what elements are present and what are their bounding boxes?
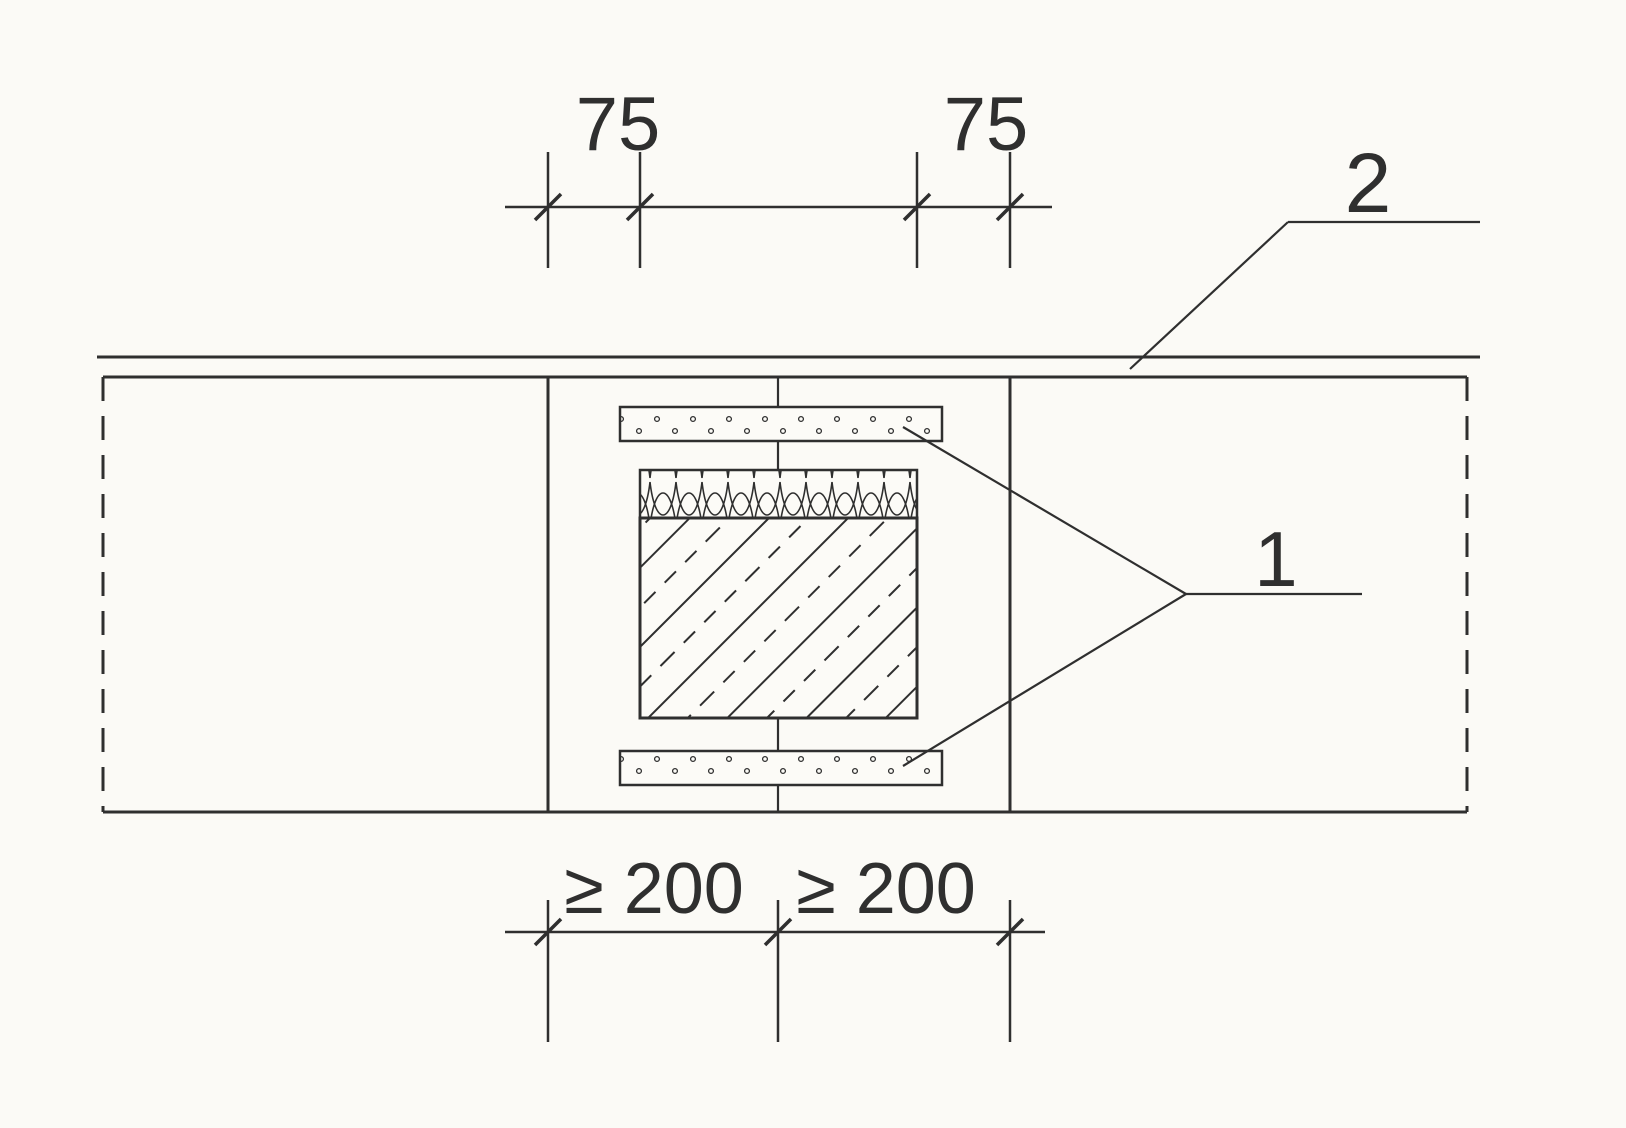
deck-lines <box>97 355 1480 379</box>
leader-line <box>902 593 1187 767</box>
callout-label-1: 1 <box>1254 515 1297 603</box>
callout-label-2: 2 <box>1345 136 1392 230</box>
callout-1: 1 <box>902 426 1362 767</box>
dim-tick-icon <box>533 917 563 947</box>
leader-line <box>902 426 1187 595</box>
dim-tick-icon <box>995 192 1025 222</box>
callout-2: 2 <box>1129 136 1480 370</box>
bottom-dimension: ≥ 200 ≥ 200 <box>505 849 1045 1042</box>
leader-line <box>1129 221 1289 370</box>
dim-tick-icon <box>625 192 655 222</box>
insulation-strip <box>638 468 919 520</box>
dim-label-bottom-right: ≥ 200 <box>796 849 976 929</box>
dim-tick-icon <box>902 192 932 222</box>
dim-tick-icon <box>533 192 563 222</box>
dim-label-top-right: 75 <box>944 82 1029 167</box>
top-dimension: 75 75 <box>505 82 1052 268</box>
dim-label-bottom-left: ≥ 200 <box>564 849 744 929</box>
wall-outline <box>101 377 1469 814</box>
penetration-assembly <box>618 405 944 787</box>
bottom-cover-board <box>618 749 944 787</box>
dim-tick-icon <box>995 917 1025 947</box>
top-cover-board <box>618 405 944 443</box>
core-block <box>638 516 919 720</box>
dim-label-top-left: 75 <box>576 82 661 167</box>
dim-tick-icon <box>763 917 793 947</box>
